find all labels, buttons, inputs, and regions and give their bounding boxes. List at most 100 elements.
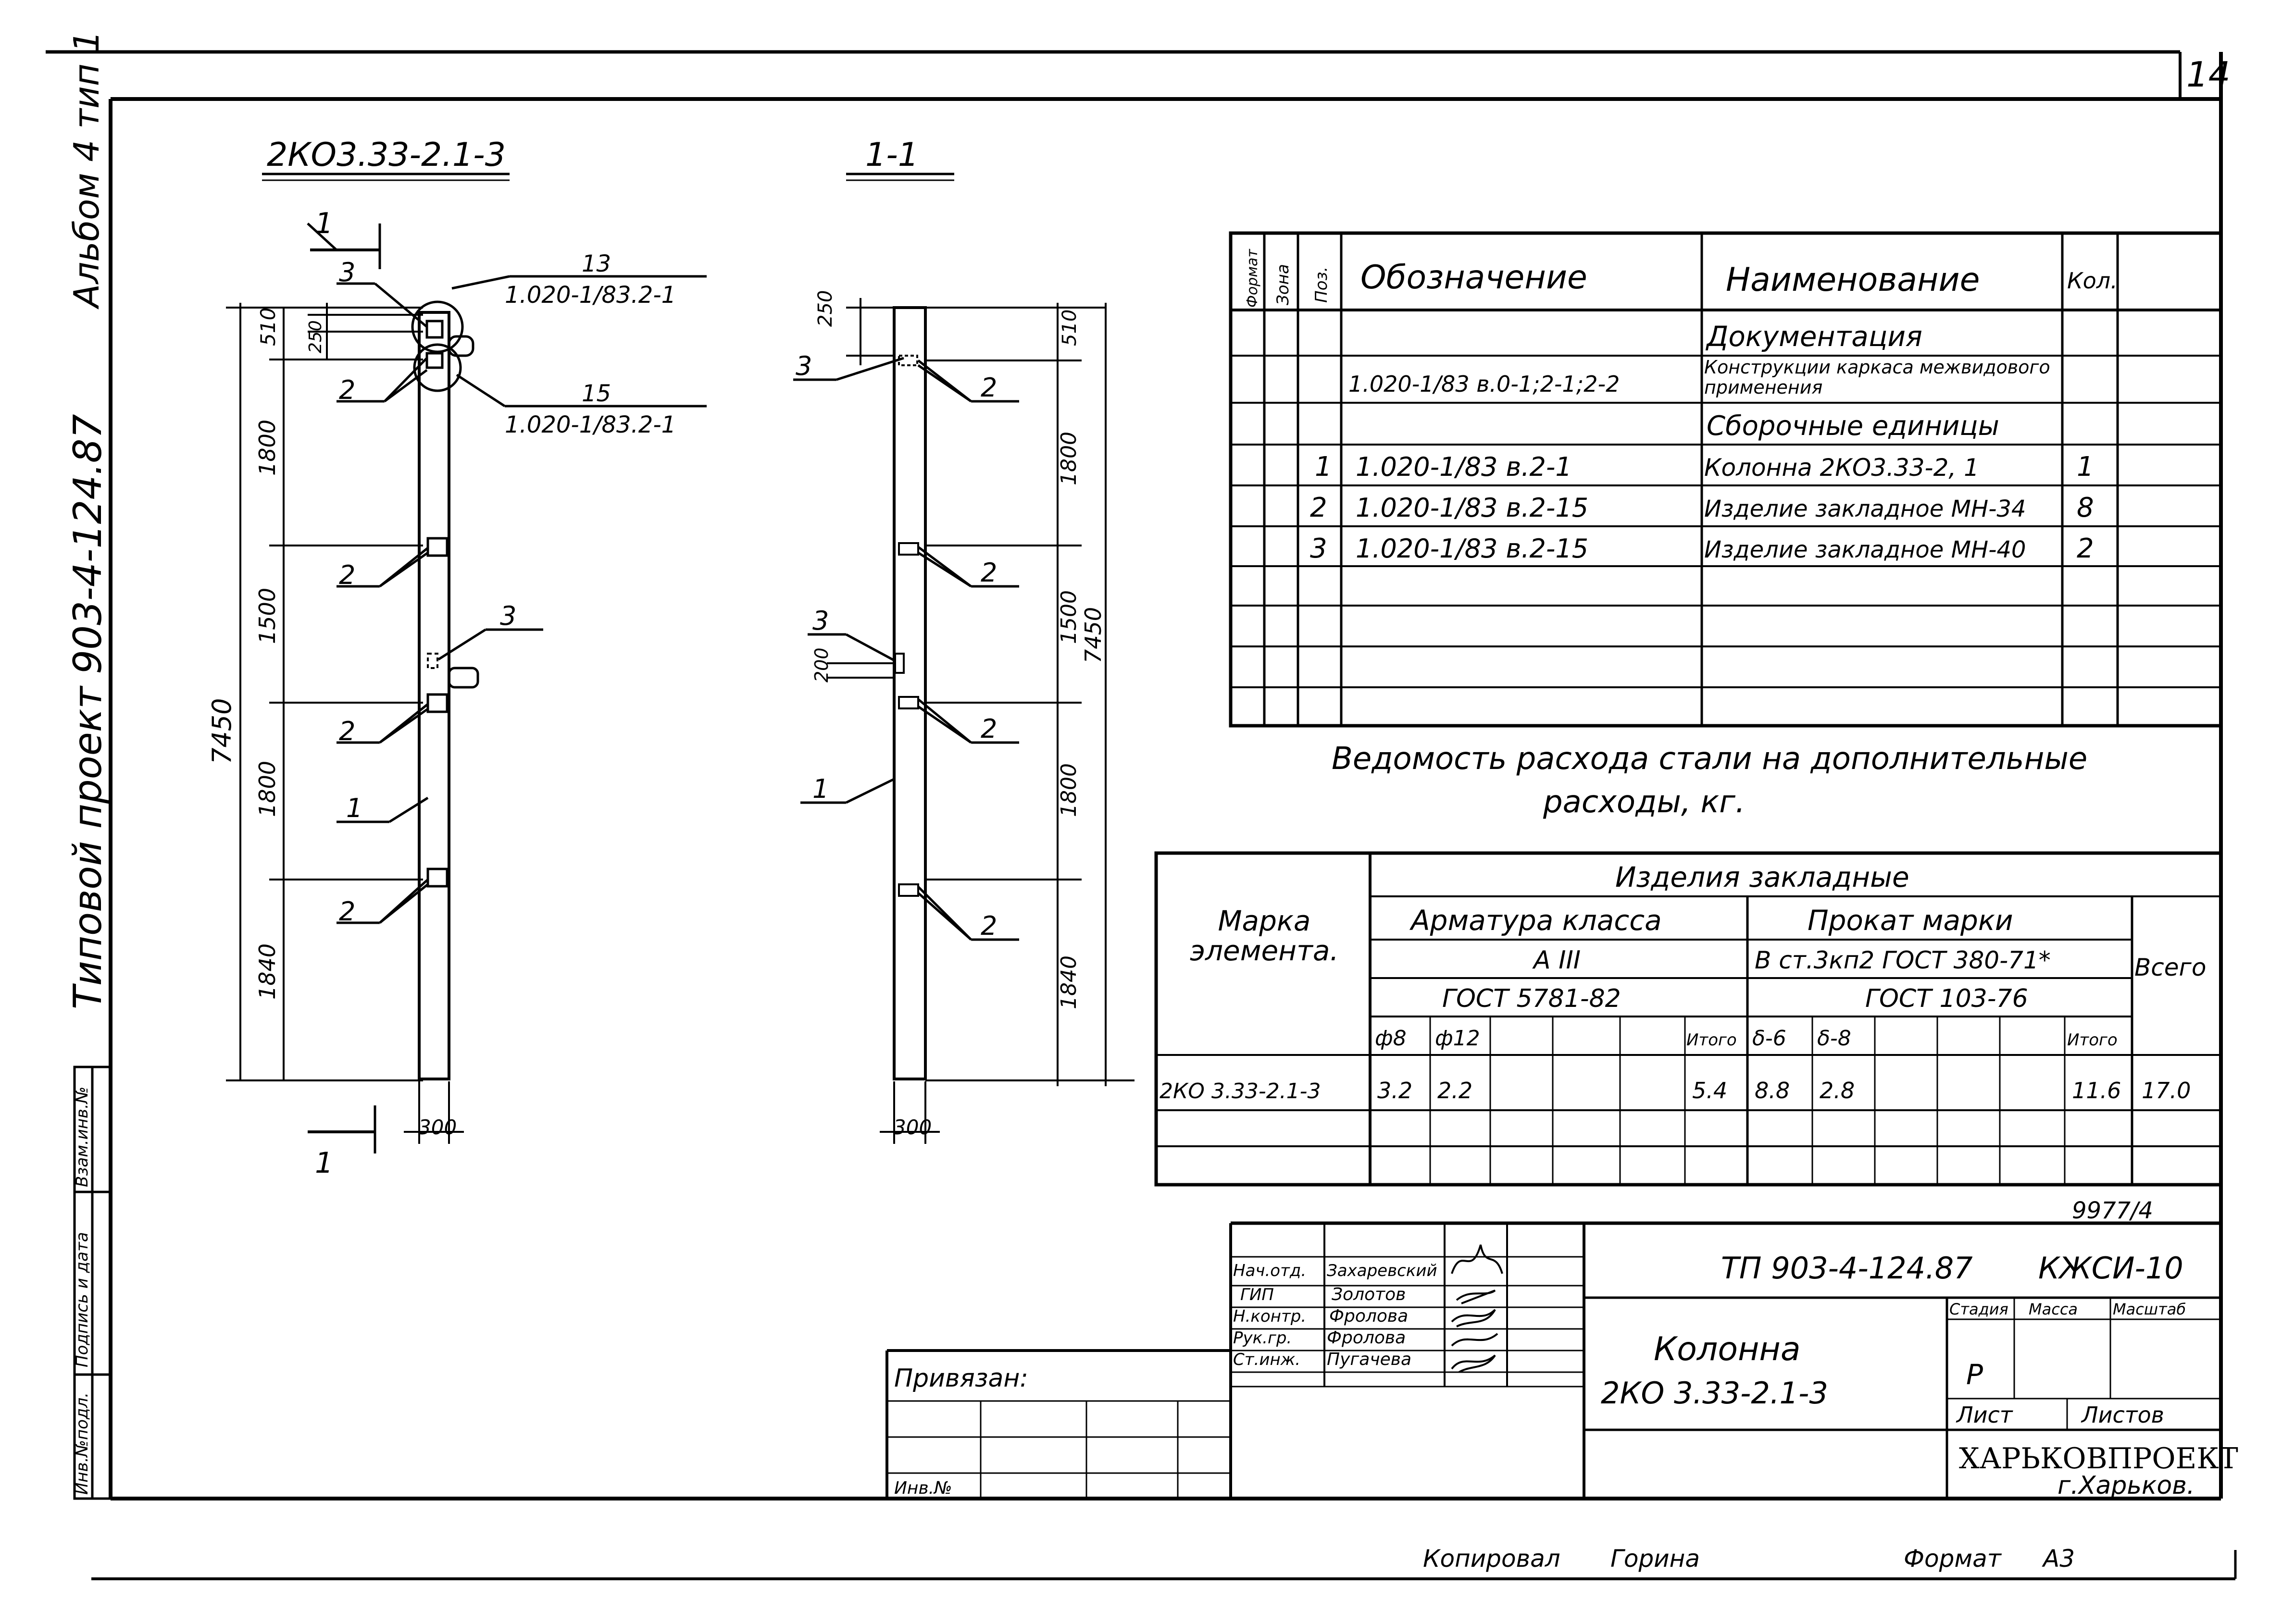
tb-name-3: Фролова xyxy=(1329,1306,1408,1326)
dim-seg-1: 510 xyxy=(256,308,280,346)
steel-row-v6: 5.4 xyxy=(1692,1078,1727,1103)
steel-subheaders: ф8 ф12 Итого δ-6 δ-8 Итого xyxy=(1375,1026,2118,1051)
callout-node-15: 15 xyxy=(582,380,611,407)
dim-seg-2: 1800 xyxy=(254,420,280,476)
elevation-title: 2КО3.33-2.1-3 xyxy=(267,136,506,174)
tb-sheet-code: КЖСИ-10 xyxy=(2038,1251,2183,1286)
steel-caption-line1: Ведомость расхода стали на дополнительны… xyxy=(1332,741,2087,777)
spec-row-6-qty: 2 xyxy=(2077,533,2094,564)
tb-role-2: ГИП xyxy=(1240,1285,1274,1304)
steel-row-v2: 2.2 xyxy=(1437,1078,1472,1103)
spec-row-4-qty: 1 xyxy=(2077,451,2094,483)
spec-header-zone: Зона xyxy=(1273,264,1293,305)
spec-row-3-name: Сборочные единицы xyxy=(1707,410,1999,442)
tb-city: г.Харьков. xyxy=(2058,1471,2195,1500)
tb-name-2: Золотов xyxy=(1332,1285,1406,1304)
archive-number: 9977/4 xyxy=(2072,1197,2153,1224)
steel-subheader-7: δ-6 xyxy=(1752,1026,1786,1051)
tb-org: ХАРЬКОВПРОЕКТ xyxy=(1959,1442,2238,1475)
section-dim-seg-5: 1840 xyxy=(1057,955,1081,1009)
tb-name-5: Пугачева xyxy=(1327,1350,1411,1369)
steel-table: Марка элемента. Изделия закладные Армату… xyxy=(1154,851,2223,1187)
spec-row-5-designation: 1.020-1/83 в.2-15 xyxy=(1356,493,1588,523)
spec-header-qty: Кол. xyxy=(2067,268,2118,294)
steel-mark-label: Марка элемента. xyxy=(1190,906,1339,967)
spec-row-6-name: Изделие закладное МН-40 xyxy=(1704,536,2026,563)
spec-row-4-name: Колонна 2КО3.33-2, 1 xyxy=(1704,454,1979,482)
elevation-view: 2КО3.33-2.1-3 1 1 xyxy=(207,136,707,1180)
steel-total-label: Всего xyxy=(2134,954,2206,981)
dim-seg-4: 1800 xyxy=(254,761,280,817)
section-dim-small-mid: 200 xyxy=(811,647,832,682)
callout-node-13: 13 xyxy=(582,250,611,277)
steel-data-row: 2КО 3.33-2.1-3 3.2 2.2 5.4 8.8 2.8 11.6 … xyxy=(1160,1078,2191,1103)
steel-caption-line2: расходы, кг. xyxy=(1543,784,1745,820)
stamp-label-sign: Подпись и дата xyxy=(73,1232,92,1367)
footer-copied-label: Копировал xyxy=(1423,1545,1560,1573)
callout-elev-2-d: 2 xyxy=(339,896,355,927)
steel-row-v13: 11.6 xyxy=(2072,1078,2121,1103)
section-dim-seg-2: 1800 xyxy=(1057,432,1081,485)
section-dim-small-top: 250 xyxy=(814,290,836,327)
left-stamp xyxy=(73,1066,112,1500)
steel-row-mark: 2КО 3.33-2.1-3 xyxy=(1160,1079,1321,1103)
stamp-label-inv: Инв.№подл. xyxy=(73,1392,92,1495)
spec-row-5-name: Изделие закладное МН-34 xyxy=(1704,496,2026,522)
steel-subheader-2: ф12 xyxy=(1435,1026,1480,1051)
steel-subheader-6: Итого xyxy=(1686,1030,1737,1050)
steel-rebar-label: Арматура класса xyxy=(1409,904,1662,937)
callout-sec-2-d: 2 xyxy=(981,911,997,941)
spec-table: Формат Зона Поз. Обозначение Наименовани… xyxy=(1229,231,2223,728)
tb-scale-label: Масштаб xyxy=(2113,1300,2186,1318)
tb-role-4: Рук.гр. xyxy=(1233,1328,1292,1348)
spec-row-6-pos: 3 xyxy=(1310,533,1327,564)
node-15-circle xyxy=(413,343,462,392)
callout-sec-2-c: 2 xyxy=(981,714,997,744)
spec-row-5-pos: 2 xyxy=(1310,492,1327,523)
section-dim-seg-3: 1500 xyxy=(1057,590,1081,644)
tb-sheets-label: Листов xyxy=(2081,1402,2164,1428)
callout-elev-3-mid: 3 xyxy=(500,601,516,631)
title-block: Нач.отд. ГИП Н.контр. Рук.гр. Ст.инж. За… xyxy=(885,1221,2238,1500)
sheet-number: 14 xyxy=(2186,54,2231,95)
spec-header-pos: Поз. xyxy=(1312,267,1331,303)
stamp-label-replace: Взам.инв.№ xyxy=(73,1087,92,1187)
section-title: 1-1 xyxy=(865,136,919,174)
steel-rebar-gost: ГОСТ 5781-82 xyxy=(1442,984,1621,1013)
album-label: Альбом 4 тип 1 xyxy=(66,30,107,310)
spec-row-6-designation: 1.020-1/83 в.2-15 xyxy=(1356,533,1588,564)
tb-bound-label: Привязан: xyxy=(894,1364,1028,1393)
callout-elev-2-c: 2 xyxy=(339,716,355,746)
tb-project-code: ТП 903-4-124.87 xyxy=(1721,1251,1973,1286)
node-13-circle xyxy=(411,300,464,353)
project-label-left: Типовой проект 903-4-124.87 xyxy=(65,414,110,1009)
tb-role-3: Н.контр. xyxy=(1233,1307,1306,1326)
steel-row-v1: 3.2 xyxy=(1377,1078,1412,1103)
steel-embedded-label: Изделия закладные xyxy=(1615,861,1909,893)
callout-sec-1: 1 xyxy=(812,774,829,804)
section-dim-width: 300 xyxy=(893,1116,932,1139)
tb-element-code: 2КО 3.33-2.1-3 xyxy=(1601,1376,1828,1411)
tb-name-4: Фролова xyxy=(1327,1328,1406,1348)
section-view: 1-1 7450 510 1800 1500 xyxy=(793,136,1135,1144)
section-mark-bottom: 1 xyxy=(315,1146,333,1180)
tb-sheet-label: Лист xyxy=(1956,1402,2013,1428)
callout-sec-2-b: 2 xyxy=(981,558,997,588)
steel-subheader-13: Итого xyxy=(2067,1030,2118,1050)
steel-rebar-class: А III xyxy=(1532,946,1581,975)
steel-row-total: 17.0 xyxy=(2142,1078,2191,1103)
steel-rolled-gost: ГОСТ 103-76 xyxy=(1865,984,2028,1013)
callout-sec-3-mid: 3 xyxy=(812,606,829,636)
spec-row-2-name: Конструкции каркаса межвидового применен… xyxy=(1704,357,2050,398)
steel-rolled-label: Прокат марки xyxy=(1808,904,2013,937)
steel-rolled-grade: В ст.3кп2 ГОСТ 380-71* xyxy=(1755,946,2051,974)
spec-row-5-qty: 8 xyxy=(2077,492,2094,523)
column-elevation xyxy=(418,311,450,1080)
steel-row-v8: 2.8 xyxy=(1820,1078,1855,1103)
footer-format-label: Формат xyxy=(1904,1545,2002,1573)
callout-sec-3-top: 3 xyxy=(796,351,812,381)
callout-elev-2-b: 2 xyxy=(339,560,355,590)
dim-seg-5: 1840 xyxy=(254,943,280,1000)
callout-sec-2-a: 2 xyxy=(981,372,997,403)
